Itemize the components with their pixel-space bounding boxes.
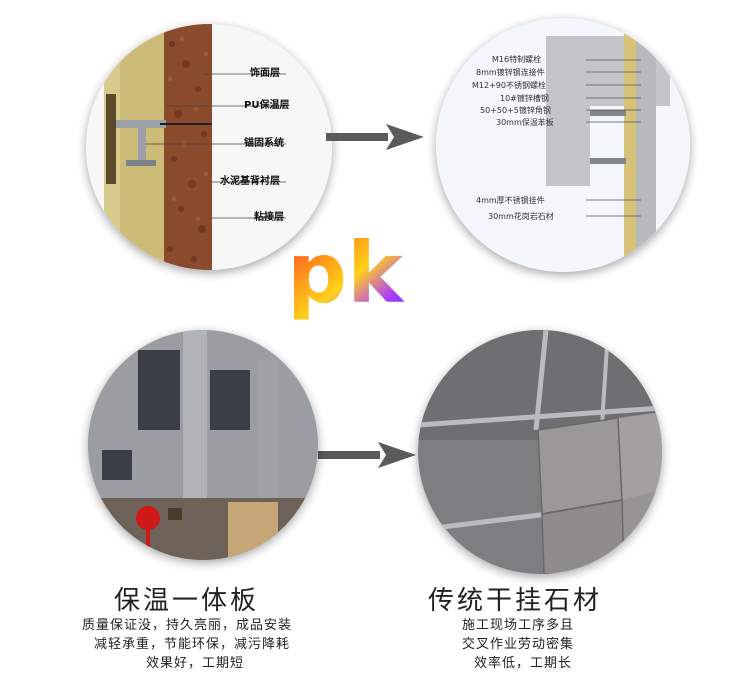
stone-install-illustration — [418, 330, 662, 574]
dry-hang-stone-title: 传统干挂石材 — [428, 586, 603, 616]
arrow-right-icon — [326, 124, 424, 150]
insulation-panel-title: 保温一体板 — [114, 586, 260, 616]
dry-hang-stone-desc-line-3: 效率低，工期长 — [474, 656, 573, 671]
arrow-right-icon-2 — [318, 442, 416, 468]
insulation-panel-desc-line-2: 减轻承重，节能环保，减污降耗 — [94, 637, 291, 652]
layer-label-pu-insulation: PU保温层 — [244, 100, 290, 111]
building-illustration — [88, 330, 318, 560]
dry-hang-stone-diagram: M16特制螺栓 8mm镀锌钢连接件 M12+90不锈钢螺栓 10#镀锌槽钢 50… — [436, 18, 690, 272]
structure-label-channel-steel: 10#镀锌槽钢 — [500, 94, 549, 103]
building-photo — [88, 330, 318, 560]
layer-label-bonding: 粘接层 — [254, 212, 284, 223]
pk-logo: pk — [287, 228, 405, 322]
layer-label-facing: 饰面层 — [250, 68, 280, 79]
layer-label-anchor-system: 锚固系统 — [244, 138, 284, 149]
layer-label-cement-backing: 水泥基背衬层 — [220, 176, 280, 187]
dry-hang-stone-desc-line-1: 施工现场工序多且 — [462, 618, 575, 633]
dry-hang-stone-desc-line-2: 交叉作业劳动密集 — [462, 637, 575, 652]
stone-install-photo — [418, 330, 662, 574]
structure-label-connector: 8mm镀锌钢连接件 — [476, 68, 545, 77]
insulation-panel-diagram: 饰面层 PU保温层 锚固系统 水泥基背衬层 粘接层 — [86, 24, 332, 270]
structure-label-m16-bolt: M16特制螺栓 — [492, 55, 542, 64]
insulation-panel-illustration — [86, 24, 332, 270]
dry-hang-stone-illustration — [436, 18, 690, 272]
structure-label-hanger: 4mm厚不锈钢挂件 — [476, 196, 545, 205]
insulation-panel-desc-line-1: 质量保证没，持久亮丽，成品安装 — [82, 618, 293, 633]
insulation-panel-desc-line-3: 效果好，工期短 — [146, 656, 245, 671]
structure-label-insulation-board: 30mm保温苯板 — [496, 118, 554, 127]
pk-text: pk — [287, 228, 405, 322]
structure-label-angle-steel: 50+50+5镀锌角钢 — [480, 106, 551, 115]
structure-label-granite: 30mm花岗岩石材 — [488, 212, 554, 221]
structure-label-m12-bolt: M12+90不锈钢螺栓 — [472, 81, 546, 90]
